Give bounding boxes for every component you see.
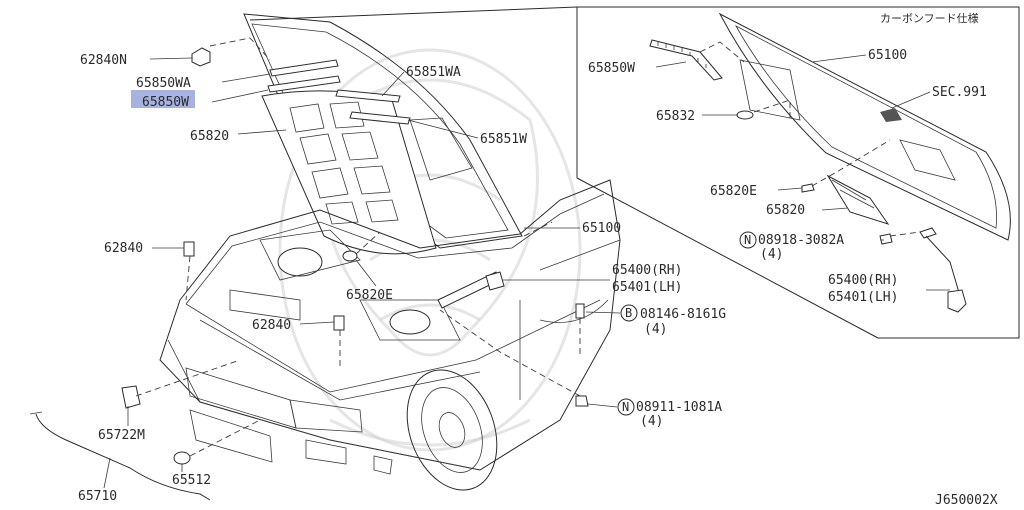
label-inset-08918-qty: (4)	[760, 247, 783, 262]
label-08146-qty: (4)	[644, 322, 667, 337]
label-inset-65820: 65820	[766, 203, 805, 218]
label-inset-sec991: SEC.991	[932, 85, 987, 100]
label-65722m: 65722M	[98, 428, 145, 443]
inset-clip-65832	[736, 110, 754, 120]
label-inset-65400: 65400(RH)	[828, 273, 898, 288]
label-62840-left: 62840	[104, 241, 143, 256]
main-stopper-62840-left	[183, 241, 195, 257]
inset-dashes	[699, 41, 921, 237]
label-65820e: 65820E	[346, 288, 393, 303]
main-grommet-65512	[173, 451, 191, 465]
diagram-code: J650002X	[935, 493, 998, 508]
inset-clip-65820e	[801, 183, 815, 193]
main-dashes	[135, 37, 581, 457]
label-65851w: 65851W	[480, 132, 527, 147]
main-car-body	[159, 179, 621, 491]
label-08911-qty: (4)	[640, 414, 663, 429]
main-stopper-62840-mid	[333, 315, 345, 331]
label-inset-65100: 65100	[868, 48, 907, 63]
inset-bolt-08918	[879, 233, 893, 245]
label-65512: 65512	[172, 473, 211, 488]
main-nut-08911	[575, 395, 589, 407]
label-65710: 65710	[78, 489, 117, 504]
label-inset-65820e: 65820E	[710, 184, 757, 199]
label-inset-65832: 65832	[656, 109, 695, 124]
main-clip-65820e	[342, 250, 358, 262]
label-65820: 65820	[190, 129, 229, 144]
inset-hood-stay	[919, 227, 967, 313]
label-08146: 08146-8161G	[640, 307, 726, 322]
inset-hood	[718, 12, 1011, 241]
inset-insulator	[826, 174, 890, 225]
main-hood-stay	[437, 271, 505, 309]
label-65851wa: 65851WA	[406, 65, 461, 80]
label-65850wa: 65850WA	[136, 76, 191, 91]
label-inset-08918: 08918-3082A	[758, 233, 844, 248]
label-62840n: 62840N	[80, 53, 127, 68]
main-release-cable-65710	[35, 413, 211, 501]
nut-n-marker: N	[617, 398, 635, 416]
bolt-b-marker: B	[620, 304, 638, 322]
label-inset-65850w: 65850W	[588, 61, 635, 76]
label-08911: 08911-1081A	[636, 400, 722, 415]
inset-nut-marker: N	[739, 231, 757, 249]
label-inset-65401: 65401(LH)	[828, 290, 898, 305]
label-65100: 65100	[582, 221, 621, 236]
label-65400: 65400(RH)	[612, 263, 682, 278]
main-hood-lock-65722m	[121, 385, 141, 409]
main-stopper-62840n	[191, 47, 211, 67]
inset-title: カーボンフード仕様	[880, 11, 979, 25]
svg-text:N: N	[744, 233, 751, 247]
label-62840-mid: 62840	[252, 318, 291, 333]
svg-text:B: B	[625, 306, 632, 320]
highlight-box	[131, 90, 195, 108]
inset-frame	[249, 6, 1020, 339]
svg-text:N: N	[622, 400, 629, 414]
main-hood-insulator	[261, 90, 437, 255]
label-65850w: 65850W	[142, 95, 189, 110]
main-seal-strips	[267, 59, 411, 125]
main-bolt-08146	[575, 303, 585, 319]
label-65401: 65401(LH)	[612, 280, 682, 295]
